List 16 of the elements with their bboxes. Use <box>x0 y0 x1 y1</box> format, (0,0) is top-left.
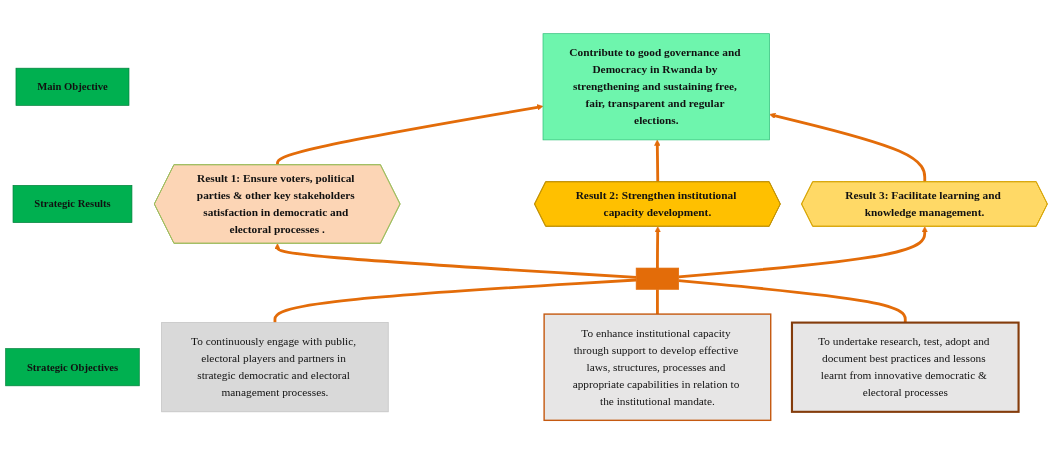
node-box: To undertake research, test, adopt and document best practices and lessons learnt from innovative democratic & electoral processes <box>790 321 1020 413</box>
arrow <box>678 226 928 279</box>
node-box: To continuously engage with public, electoral players and partners in strategic democratic and electoral management processes. <box>161 322 389 413</box>
node-bar <box>635 267 679 290</box>
node-box: Main Objective <box>15 67 130 106</box>
arrow <box>654 139 661 183</box>
arrow <box>654 226 661 269</box>
node-box: To enhance institutional capacity through support to develop effective laws, structures, processes and appropriate capabilities in relation to the institutional mandate. <box>543 313 772 422</box>
node-box: Strategic Objectives <box>5 348 140 387</box>
arrow <box>769 112 927 183</box>
arrow <box>274 243 637 279</box>
connector <box>678 279 907 323</box>
connector <box>656 289 659 315</box>
arrow <box>276 104 544 166</box>
node-box: Strategic Results <box>12 185 133 223</box>
node-box: Contribute to good governance and Democracy in Rwanda by strengthening and sustaining free, fair, transparent and regular elections. <box>542 33 770 141</box>
